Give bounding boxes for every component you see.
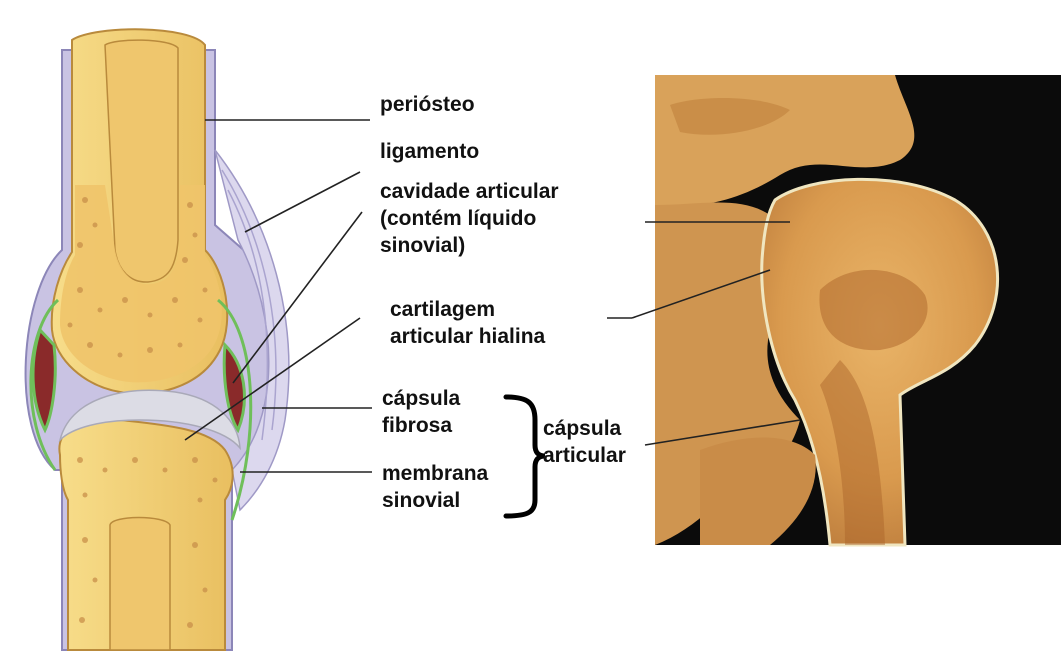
knee-section-photo	[655, 75, 1061, 545]
label-cartilagem-line2: articular hialina	[390, 323, 545, 350]
label-cavidade-line1: cavidade articular	[380, 178, 559, 205]
label-cavidade-articular: cavidade articular (contém líquido sinov…	[380, 178, 559, 259]
label-capsula-fibrosa-line1: cápsula	[382, 385, 460, 412]
label-capsula-articular-line1: cápsula	[543, 415, 626, 442]
label-cartilagem: cartilagem articular hialina	[390, 296, 545, 350]
lower-marrow-cavity	[110, 518, 170, 651]
label-capsula-articular-line2: articular	[543, 442, 626, 469]
label-capsula-articular: cápsula articular	[543, 415, 626, 469]
leader-ligamento	[245, 172, 360, 232]
label-periosteo: periósteo	[380, 91, 475, 118]
capsule-bracket	[506, 397, 545, 516]
label-capsula-fibrosa-line2: fibrosa	[382, 412, 460, 439]
label-ligamento: ligamento	[380, 138, 479, 165]
label-cavidade-line3: sinovial)	[380, 232, 559, 259]
label-cavidade-line2: (contém líquido	[380, 205, 559, 232]
label-membrana-line2: sinovial	[382, 487, 488, 514]
label-membrana-sinovial: membrana sinovial	[382, 460, 488, 514]
label-membrana-line1: membrana	[382, 460, 488, 487]
marrow-cavity	[105, 40, 178, 282]
schematic-joint-illustration	[26, 29, 289, 650]
label-capsula-fibrosa: cápsula fibrosa	[382, 385, 460, 439]
label-cartilagem-line1: cartilagem	[390, 296, 545, 323]
